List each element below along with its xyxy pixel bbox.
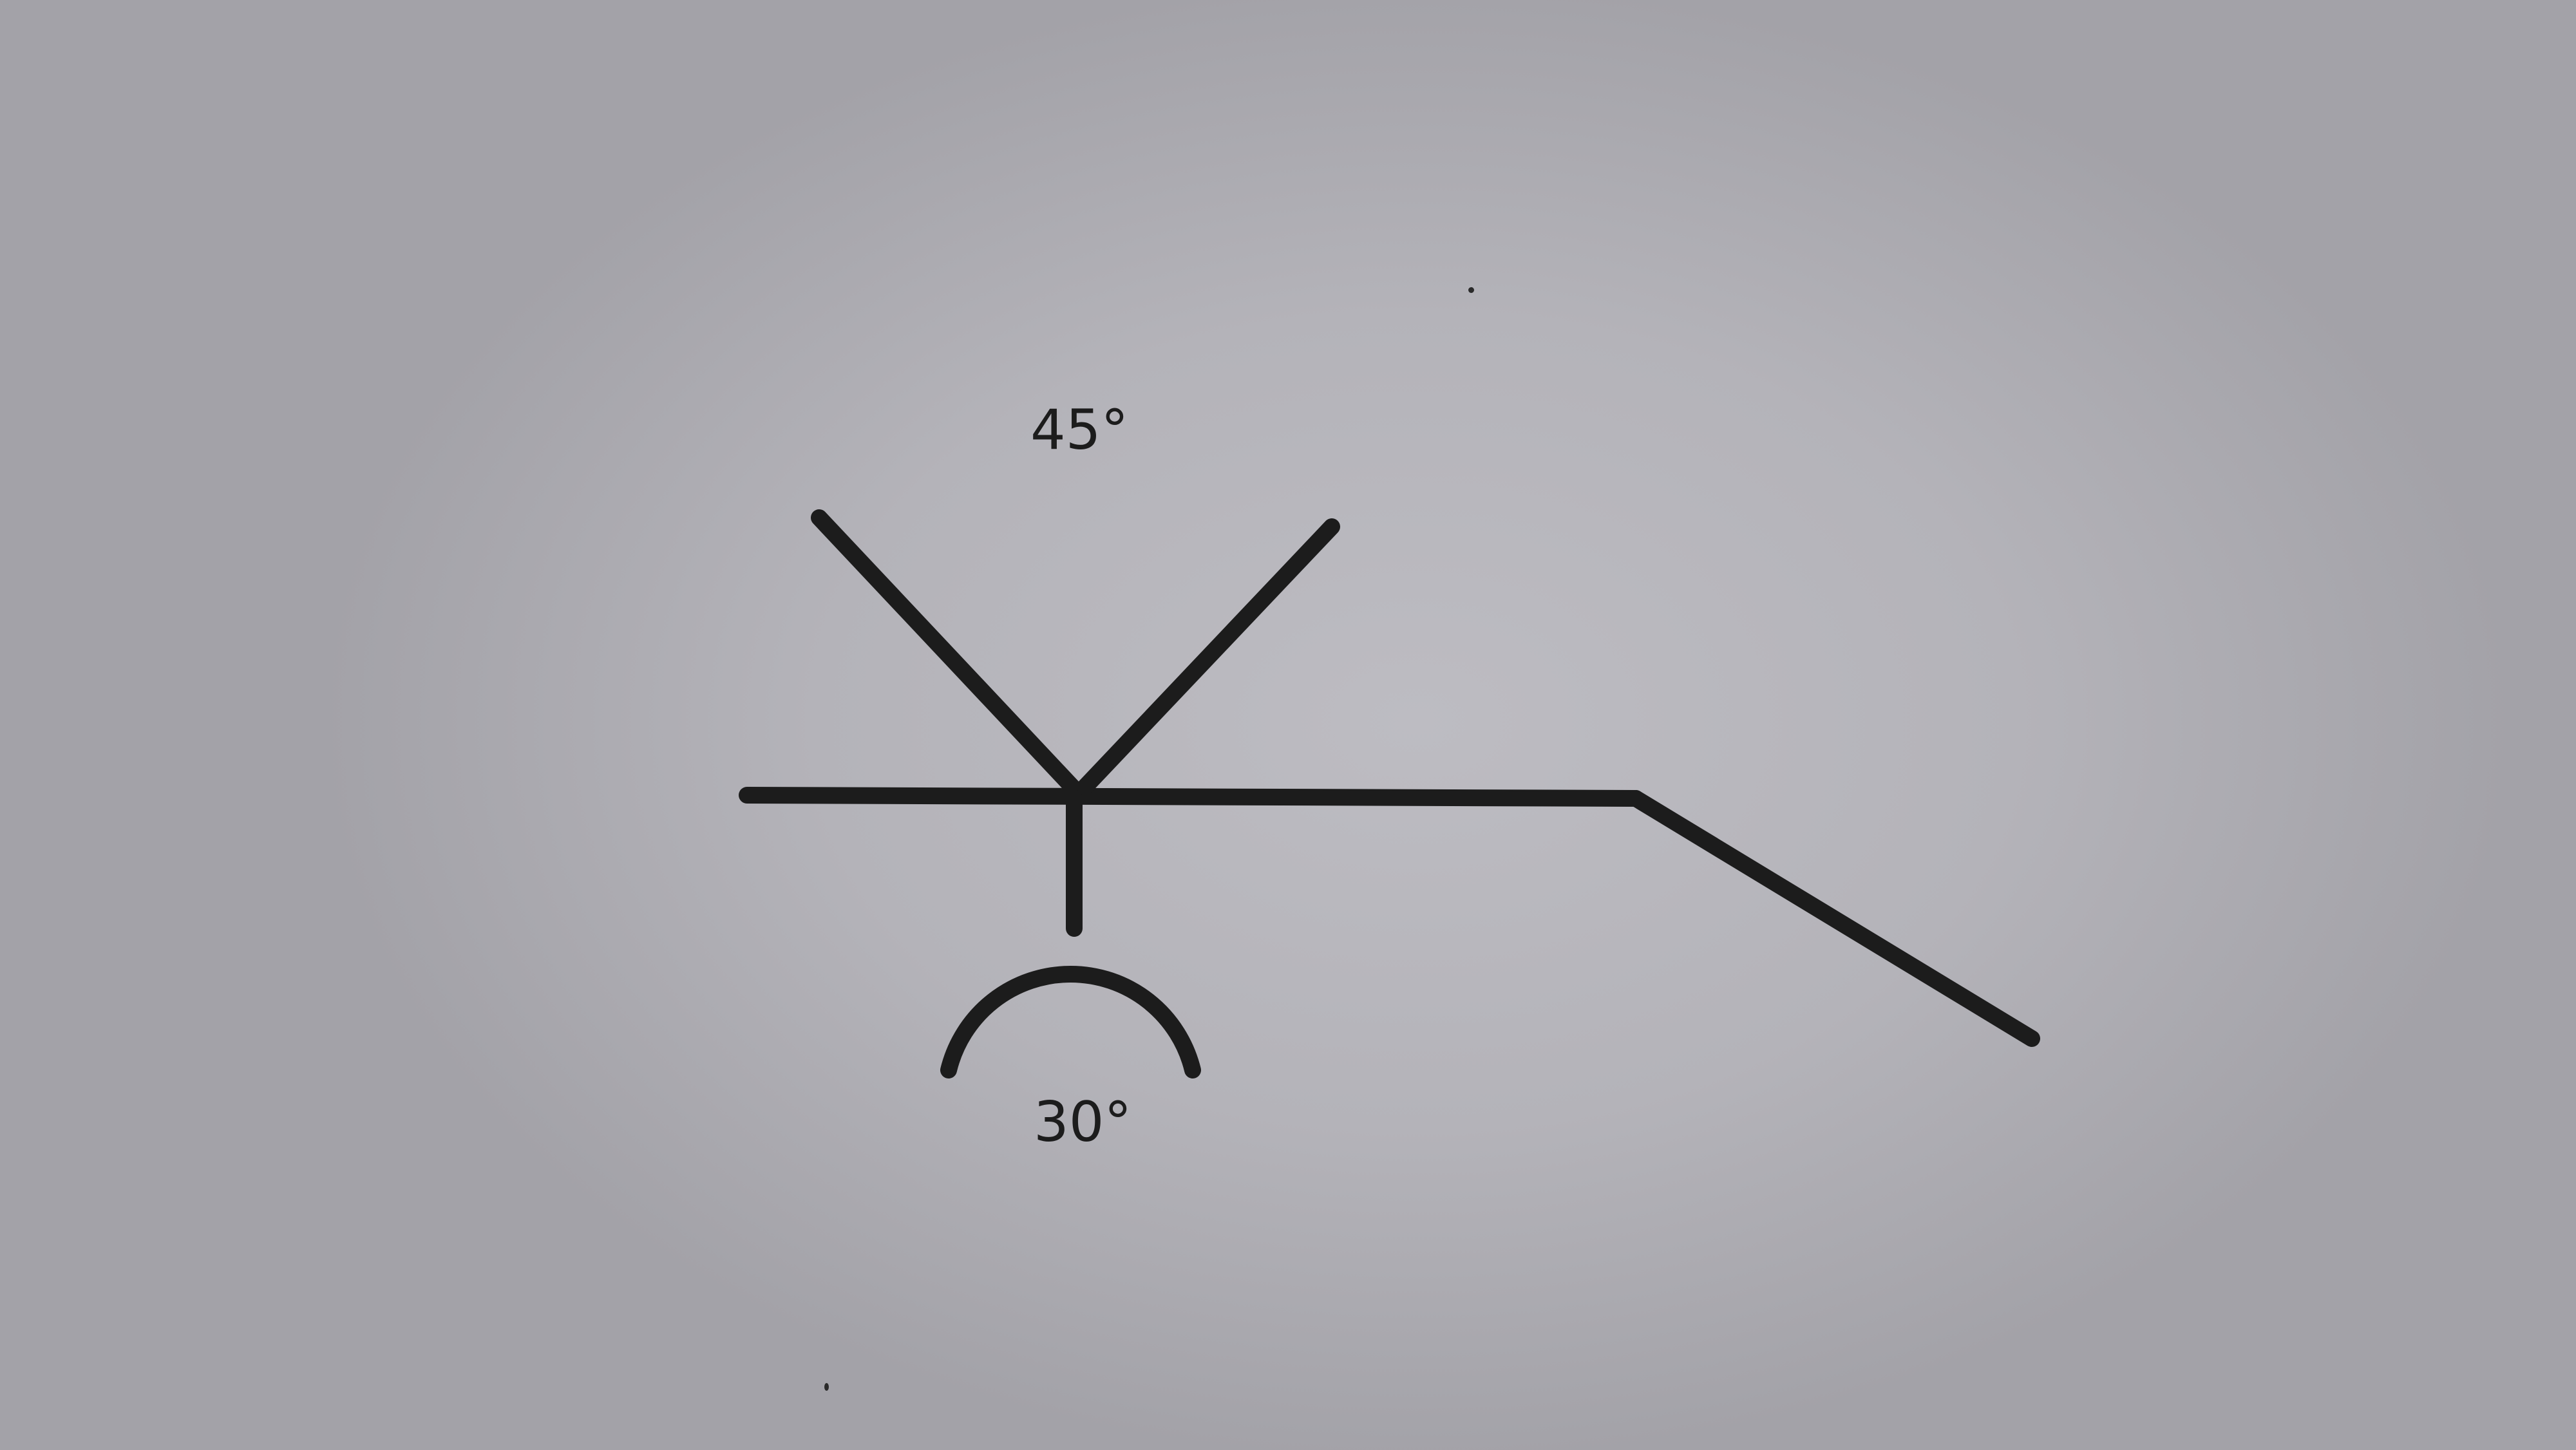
bottom-angle-label: 30° [1034, 1090, 1132, 1154]
top-angle-label: 45° [1030, 398, 1129, 462]
leader-arrow-line [1627, 790, 2040, 1047]
reference-line [739, 787, 1644, 807]
groove-left-leg [811, 509, 1081, 795]
arc-symbol [940, 966, 1201, 1078]
paper-speck [1468, 287, 1474, 293]
paper-speck [824, 1383, 829, 1391]
groove-right-leg [1077, 518, 1340, 795]
